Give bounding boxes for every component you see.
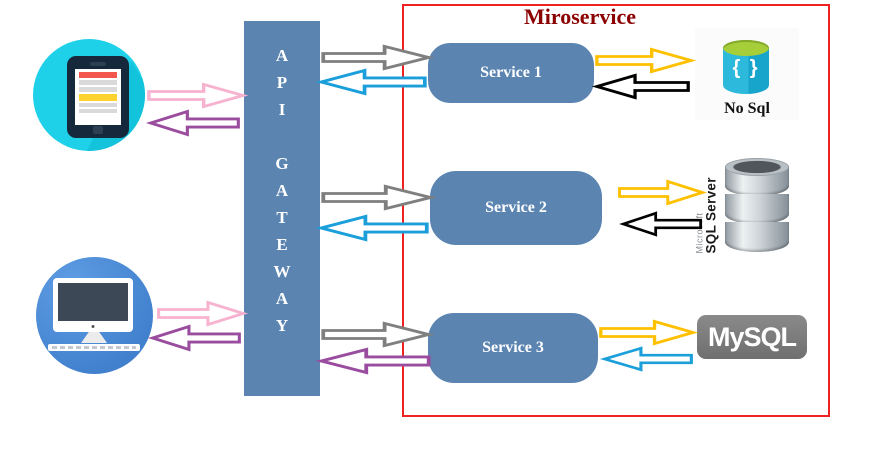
- arrow-gateway-to-service1: [321, 44, 431, 71]
- mysql-label: MySQL: [707, 321, 797, 352]
- arrow-gateway-to-service2: [321, 184, 433, 211]
- api-gateway-label: A P I G A T E W A Y: [273, 46, 291, 335]
- sqlserver-product-label: SQL Server: [703, 177, 719, 254]
- arrow-service1-to-gateway: [319, 68, 427, 96]
- monitor-stand: [81, 332, 107, 343]
- phone-home-button: [93, 126, 103, 134]
- arrow-mysql-to-service3: [603, 346, 693, 372]
- screen-bar: [79, 109, 117, 113]
- service1-label: Service 1: [480, 64, 542, 81]
- mysql-database-icon: MySQL: [697, 315, 807, 359]
- service3-label: Service 3: [482, 339, 544, 356]
- arrow-gateway-to-service3: [321, 321, 431, 348]
- api-gateway: A P I G A T E W A Y: [244, 21, 320, 396]
- nosql-label: No Sql: [724, 100, 770, 117]
- diagram-title: Miroservice: [524, 4, 636, 29]
- microservice-boundary-box: [402, 4, 830, 417]
- phone-speaker: [90, 62, 106, 66]
- screen-bar: [79, 80, 117, 85]
- camera-dot: [91, 325, 95, 328]
- service3-box: Service 3: [428, 313, 598, 383]
- arrow-service1-to-nosql: [595, 47, 693, 74]
- monitor: [53, 278, 133, 332]
- monitor-screen: [58, 283, 128, 321]
- sqlserver-cylinder-segment: [725, 194, 789, 224]
- sqlserver-cylinder-segment: [725, 222, 789, 252]
- arrow-gateway-to-mobile: [149, 109, 240, 137]
- phone-body: [67, 56, 129, 138]
- sqlserver-cylinder-top: [725, 158, 789, 176]
- arrow-nosql-to-service1: [595, 73, 690, 100]
- arrow-gateway-to-desktop: [151, 324, 241, 352]
- arrow-sqlserver-to-service2: [621, 211, 703, 237]
- arrow-mobile-to-gateway: [147, 82, 245, 109]
- arrow-desktop-to-gateway: [157, 300, 245, 327]
- nosql-braces-glyph: { }: [732, 57, 760, 79]
- screen-bar: [79, 87, 117, 92]
- service2-box: Service 2: [430, 171, 602, 245]
- arrow-service2-to-sqlserver: [618, 179, 704, 206]
- keyboard-keys: [52, 346, 136, 349]
- sqlserver-label: Microsoft SQL Server: [695, 159, 728, 254]
- nosql-cylinder: { }: [723, 40, 769, 94]
- nosql-database-icon: { } No Sql: [695, 28, 799, 120]
- arrow-service3-to-gateway: [319, 347, 431, 375]
- screen-bar: [79, 103, 117, 107]
- desktop-client-icon: [36, 257, 153, 374]
- arrow-service2-to-gateway: [319, 214, 429, 242]
- mobile-client-icon: [33, 39, 145, 151]
- screen-bar: [79, 94, 117, 101]
- sqlserver-database-icon: [725, 158, 789, 252]
- service2-label: Service 2: [485, 199, 547, 216]
- keyboard: [48, 344, 140, 351]
- service1-box: Service 1: [428, 43, 594, 103]
- screen-bar: [79, 72, 117, 78]
- phone-screen: [75, 69, 121, 125]
- arrow-service3-to-mysql: [599, 319, 695, 346]
